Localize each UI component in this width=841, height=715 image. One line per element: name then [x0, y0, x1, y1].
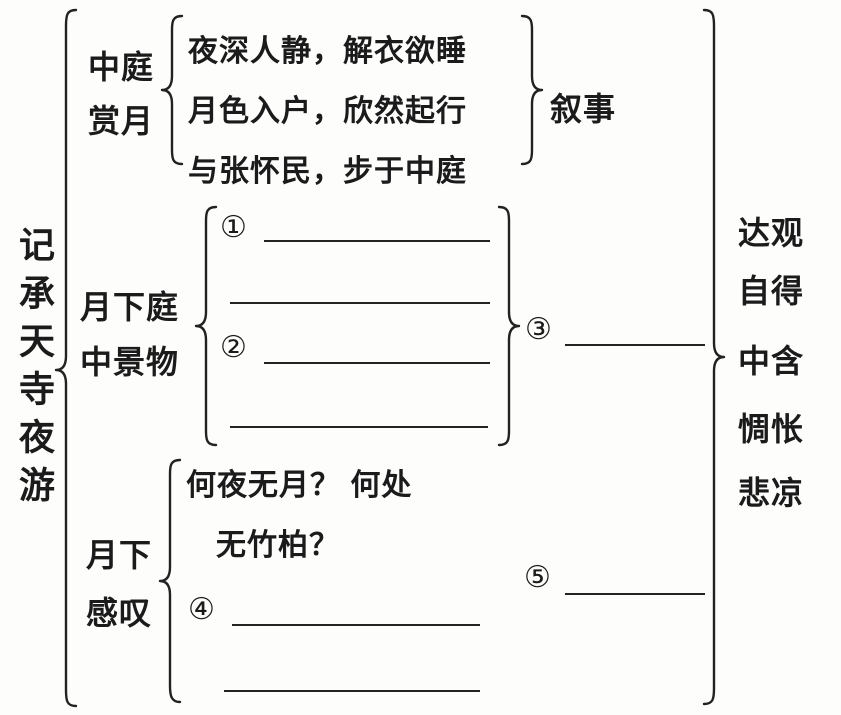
section2-close-brace	[497, 205, 521, 447]
section2-label-line1: 月下庭	[80, 289, 180, 325]
section2-result-marker: ③	[525, 313, 552, 346]
section2-blank4-line	[230, 426, 488, 428]
section1-open-brace	[160, 14, 184, 166]
section3-result-line	[565, 593, 705, 595]
section2-blank3-marker: ②	[220, 331, 247, 364]
section1-line2: 月色入户，欣然起行	[188, 95, 467, 128]
conclusion-line2: 自得	[738, 273, 805, 309]
section1-line3: 与张怀民，步于中庭	[188, 155, 467, 188]
section1-label-line1: 中庭	[88, 49, 155, 85]
section3-label-line1: 月下	[86, 537, 153, 573]
section1-label-line2: 赏月	[88, 103, 155, 139]
section1-line1: 夜深人静，解衣欲睡	[188, 35, 467, 68]
section3-result-marker: ⑤	[524, 561, 551, 594]
section3-blank1-line	[232, 624, 480, 626]
section3-open-brace	[158, 458, 182, 704]
section1-result: 叙事	[550, 91, 617, 127]
conclusion-line1: 达观	[738, 215, 805, 251]
section3-blank1-marker: ④	[188, 593, 215, 626]
section2-blank1-marker: ①	[220, 211, 247, 244]
section3-line2: 无竹柏？	[216, 529, 340, 562]
section2-blank1-line	[264, 240, 490, 242]
main-left-brace	[54, 8, 78, 708]
section2-result-line	[565, 344, 705, 346]
conclusion-line5: 悲凉	[738, 475, 805, 511]
conclusion-line3: 中含	[738, 343, 805, 379]
section3-blank2-line	[224, 690, 480, 692]
section1-close-brace	[520, 14, 544, 166]
section2-open-brace	[194, 205, 218, 447]
section2-blank2-line	[230, 302, 490, 304]
main-right-brace	[702, 8, 726, 706]
diagram-title: 记承天寺夜游	[14, 226, 55, 514]
conclusion-line4: 惆怅	[738, 411, 805, 447]
section3-line1: 何夜无月？ 何处	[186, 469, 413, 502]
section3-label-line2: 感叹	[86, 595, 153, 631]
section2-blank3-line	[264, 362, 490, 364]
section2-label-line2: 中景物	[80, 344, 180, 380]
